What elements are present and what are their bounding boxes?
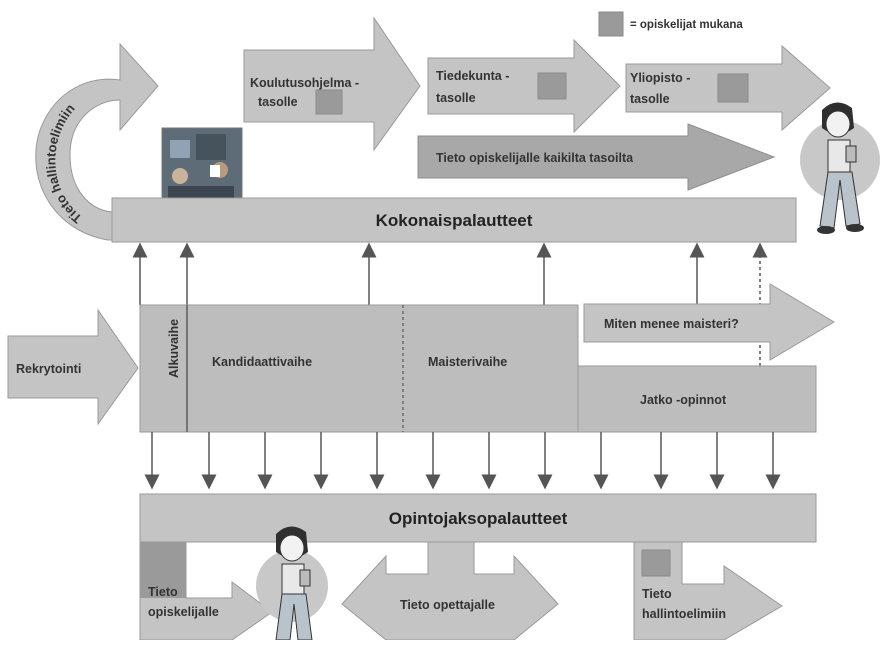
label-yliopisto-2: tasolle bbox=[630, 92, 670, 106]
label-yliopisto-1: Yliopisto - bbox=[630, 71, 690, 85]
kokonaispalautteet-bar bbox=[111, 197, 797, 243]
label-jatko-opinnot: Jatko -opinnot bbox=[640, 393, 727, 407]
arrow-tieto-opettajalle bbox=[341, 541, 559, 641]
label-tieto-opiskelijalle-1: Tieto bbox=[148, 585, 178, 599]
student-figure-bottom-icon bbox=[256, 526, 328, 641]
label-koulutusohjelma-2: tasolle bbox=[258, 95, 298, 109]
label-rekrytointi: Rekrytointi bbox=[16, 362, 81, 376]
arrow-rekrytointi bbox=[7, 308, 139, 426]
label-tiedekunta-1: Tiedekunta - bbox=[436, 69, 509, 83]
arrow-tieto-opiskelijalle-kaikilta bbox=[417, 123, 776, 191]
upward-arrows bbox=[132, 242, 768, 366]
label-alkuvaihe: Alkuvaihe bbox=[167, 319, 181, 378]
jatko-opinnot-box bbox=[577, 365, 817, 433]
legend-text: = opiskelijat mukana bbox=[630, 19, 743, 31]
downward-arrows bbox=[144, 432, 781, 490]
label-tieto-hallintoelimiin-2: hallintoelimiin bbox=[642, 607, 726, 621]
legend-square-icon bbox=[598, 11, 624, 37]
opintojaksopalautteet-title: Opintojaksopalautteet bbox=[389, 509, 568, 528]
label-tieto-opiskelijalle-kaikilta: Tieto opiskelijalle kaikilta tasoilta bbox=[436, 151, 634, 165]
curved-arrow-tieto-hallintoelimiin bbox=[35, 42, 159, 241]
student-square-yliopisto-icon bbox=[717, 73, 749, 103]
label-tiedekunta-2: tasolle bbox=[436, 91, 476, 105]
label-tieto-opettajalle: Tieto opettajalle bbox=[400, 598, 495, 612]
kokonaispalautteet-title: Kokonaispalautteet bbox=[376, 211, 533, 230]
student-square-bottom-left-icon bbox=[140, 542, 186, 598]
label-tieto-opiskelijalle-2: opiskelijalle bbox=[148, 605, 219, 619]
student-square-tiedekunta-icon bbox=[537, 72, 567, 100]
student-square-koulutusohjelma-icon bbox=[315, 89, 343, 115]
phase-block-bachelor-master bbox=[139, 304, 579, 433]
student-figure-top-icon bbox=[800, 102, 880, 234]
label-maisterivaihe: Maisterivaihe bbox=[428, 355, 507, 369]
label-miten-menee-maisteri: Miten menee maisteri? bbox=[604, 317, 739, 331]
arrow-koulutusohjelma bbox=[243, 16, 421, 152]
label-kandidaattivaihe: Kandidaattivaihe bbox=[212, 355, 312, 369]
arrow-tiedekunta bbox=[427, 38, 621, 134]
label-tieto-hallintoelimiin-1: Tieto bbox=[642, 587, 672, 601]
label-koulutusohjelma-1: Koulutusohjelma - bbox=[250, 76, 359, 90]
opintojaksopalautteet-bar bbox=[139, 493, 817, 543]
arrow-miten-menee-maisteri bbox=[583, 283, 835, 361]
student-square-bottom-right-icon bbox=[641, 549, 671, 577]
